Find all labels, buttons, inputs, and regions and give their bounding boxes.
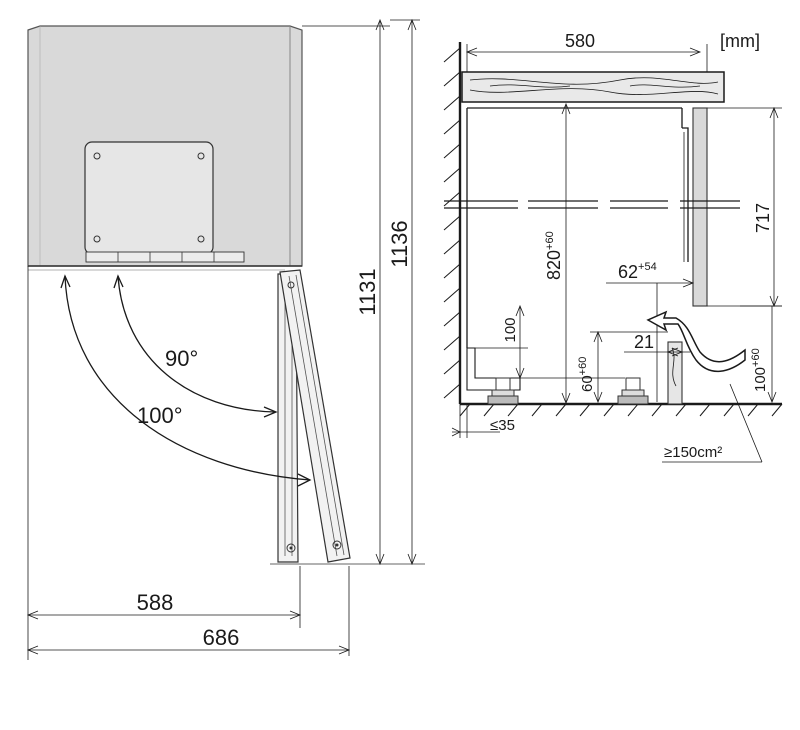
height-717-label: 717 — [753, 203, 773, 233]
unit-label: [mm] — [720, 31, 760, 51]
break-lines — [444, 200, 740, 209]
foot-right — [617, 377, 649, 405]
floor-hatching — [459, 403, 783, 417]
height-1136-label: 1136 — [387, 220, 412, 267]
height-820-label: 820+60 — [544, 231, 564, 280]
angle-90-label: 90° — [165, 346, 198, 371]
top-view: 90° 100° 1131 1136 588 686 — [26, 18, 425, 660]
depth-580-label: 580 — [565, 31, 595, 51]
plinth-100-label: 100 — [502, 317, 519, 342]
swing-arc-100 — [64, 275, 311, 481]
plinth-block — [466, 347, 521, 391]
width-686-label: 686 — [203, 625, 240, 650]
gap-62-label: 62+54 — [618, 261, 657, 282]
swing-arc-90 — [117, 275, 276, 413]
plinth-60-label: 60+60 — [577, 357, 596, 392]
angle-100-label: 100° — [137, 403, 183, 428]
airflow-arrow — [646, 310, 746, 372]
vent-area-label: ≥150cm² — [664, 444, 722, 461]
toe-35-label: ≤35 — [490, 417, 515, 434]
plinth-depth-21-label: 21 — [634, 332, 654, 352]
wall-hatching — [443, 47, 461, 399]
hinge-strip — [85, 251, 245, 263]
height-1131-label: 1131 — [355, 268, 380, 315]
plinth-right-100-label: 100+60 — [750, 348, 769, 392]
kick-board — [667, 341, 683, 405]
foot-left — [487, 377, 519, 405]
mounting-plate — [84, 141, 214, 255]
door-panel — [692, 107, 708, 307]
side-section-view: 580 [mm] 820+60 717 62+54 100 21 — [443, 31, 783, 463]
width-588-label: 588 — [137, 590, 174, 615]
